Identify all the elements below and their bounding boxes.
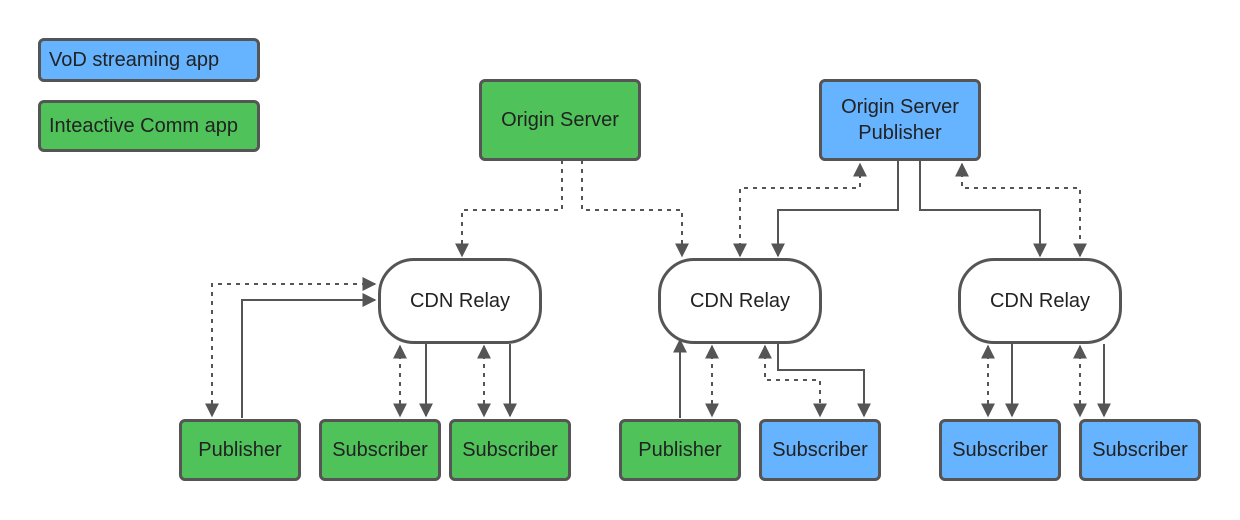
legend-vod-label: VoD streaming app (49, 48, 220, 71)
subscriber-4[interactable]: Subscriber (939, 419, 1061, 481)
origin-server-vod-label-line1: Origin Server (841, 96, 959, 118)
cdn-relay-middle-label: CDN Relay (689, 290, 791, 312)
origin-server-vod-label-line2: Publisher (858, 122, 942, 144)
link-origin-vod-relay-mid-solid (771, 160, 899, 258)
link-origin-vod-relay-right-solid (919, 160, 1047, 258)
legend-comm-label: Inteactive Comm app (49, 114, 238, 137)
publisher-1[interactable]: Publisher (179, 419, 301, 481)
cdn-relay-middle[interactable]: CDN Relay (658, 258, 822, 344)
cdn-relay-right-label: CDN Relay (989, 290, 1091, 312)
subscriber-2[interactable]: Subscriber (449, 419, 571, 481)
link-origin-vod-relay-mid-dotted (733, 162, 867, 258)
publisher-2[interactable]: Publisher (619, 419, 741, 481)
link-origin-vod-relay-right-dotted (955, 162, 1087, 258)
link-origin-comm-relay-mid (581, 160, 689, 258)
origin-server-comm[interactable]: Origin Server (479, 79, 641, 161)
subscriber-1-label: Subscriber (332, 439, 428, 461)
link-origin-comm-relay-left (455, 160, 563, 258)
cdn-relay-left[interactable]: CDN Relay (378, 258, 542, 344)
cdn-relay-right[interactable]: CDN Relay (958, 258, 1122, 344)
link-relay-left-publisher-1-dotted (205, 277, 377, 418)
subscriber-3[interactable]: Subscriber (759, 419, 881, 481)
publisher-2-label: Publisher (638, 439, 722, 461)
subscriber-4-label: Subscriber (952, 439, 1048, 461)
legend-interactive-comm-app: Inteactive Comm app (38, 100, 260, 152)
publisher-1-label: Publisher (198, 439, 282, 461)
link-publisher-1-relay-left-solid (241, 293, 377, 418)
subscriber-2-label: Subscriber (462, 439, 558, 461)
origin-server-comm-label: Origin Server (501, 109, 619, 131)
subscriber-5-label: Subscriber (1092, 439, 1188, 461)
origin-server-vod[interactable]: Origin Server Publisher (819, 79, 981, 161)
subscriber-5[interactable]: Subscriber (1079, 419, 1201, 481)
link-relay-mid-subscriber-3-dotted (758, 344, 827, 418)
subscriber-1[interactable]: Subscriber (319, 419, 441, 481)
subscriber-3-label: Subscriber (772, 439, 868, 461)
legend-vod-streaming-app: VoD streaming app (38, 38, 260, 82)
link-relay-mid-subscriber-3-solid (777, 340, 871, 418)
cdn-relay-left-label: CDN Relay (409, 290, 511, 312)
